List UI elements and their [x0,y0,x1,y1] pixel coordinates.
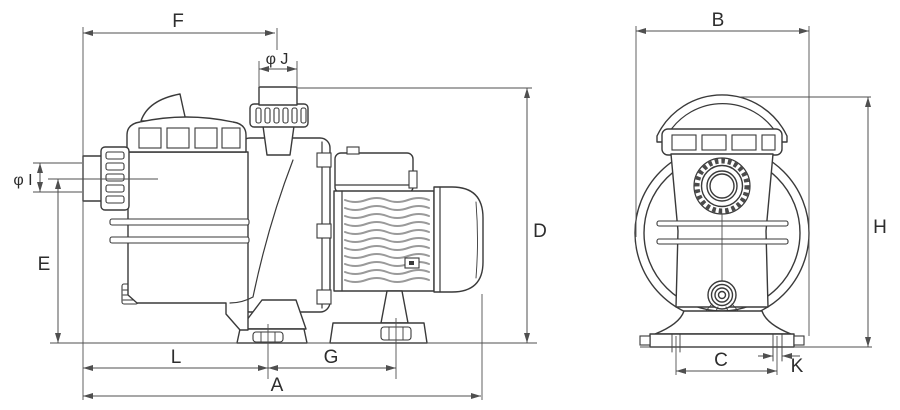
motor-terminal-box [334,152,414,194]
dim-label-C: C [714,350,728,371]
bracket-bolt-tab [316,152,332,168]
terminal-box-gland [408,170,418,189]
tie-rod [109,218,250,226]
dim-label-phiI: φ I [13,172,32,189]
bracket-bolt-tab [316,223,332,239]
tie-rod [109,236,250,244]
dim-label-D: D [533,221,547,242]
side-view: F φ J φ I E [13,11,547,400]
bracket-bolt-tab [316,289,332,305]
base-tab-left [639,335,651,346]
front-union [693,157,751,215]
lid-dome-inner-arc [669,103,776,132]
dimension-G: G [267,318,397,379]
lid-fin-handle [140,93,187,122]
motor-end-cap [433,186,484,293]
rear-foot [329,322,428,344]
dim-label-E: E [38,254,51,275]
dimension-E: E [38,178,158,343]
dimension-phiI: φ I [13,162,82,193]
dimension-C: C [675,336,778,375]
dim-label-phiJ: φ J [266,51,289,68]
dim-label-B: B [712,10,725,31]
tie-rod-front [656,220,789,227]
dim-label-G: G [324,347,339,368]
dimensions-front: B H C K [635,10,887,377]
dimension-B: B [635,10,810,336]
terminal-box-plug [346,146,360,155]
dimensions-side: F φ J φ I E [13,11,547,400]
discharge-nut-ribs [255,107,307,124]
front-pedestal-front [654,310,792,335]
base-tab-right [793,335,805,346]
motor-cooling-fins [344,197,430,283]
dimension-F: F [82,11,278,400]
union-knurling [694,158,750,214]
dimension-phiJ: φ J [258,51,298,86]
discharge-neck [262,125,295,156]
dimension-A: A [83,294,483,400]
end-cap-edge [475,201,478,279]
rear-pedestal [380,290,409,324]
tie-rod-front [656,238,789,245]
drain-plug-front [707,280,737,310]
dimension-D: D [298,87,547,343]
dimension-L: L [83,347,268,371]
dimension-H: H [740,96,887,347]
volute-curve [229,159,294,304]
dim-label-H: H [873,217,887,238]
front-view: B H C K [634,10,887,377]
dim-label-K: K [791,356,804,377]
lid-ring-ribs-front [671,134,776,151]
dimension-K: K [758,353,804,377]
lid-ribs [138,127,241,149]
motor-nameplate-mark [409,261,414,265]
dim-label-L: L [171,347,182,368]
discharge-pipe [258,86,298,106]
dim-label-A: A [271,375,284,396]
dim-label-F: F [172,11,184,32]
